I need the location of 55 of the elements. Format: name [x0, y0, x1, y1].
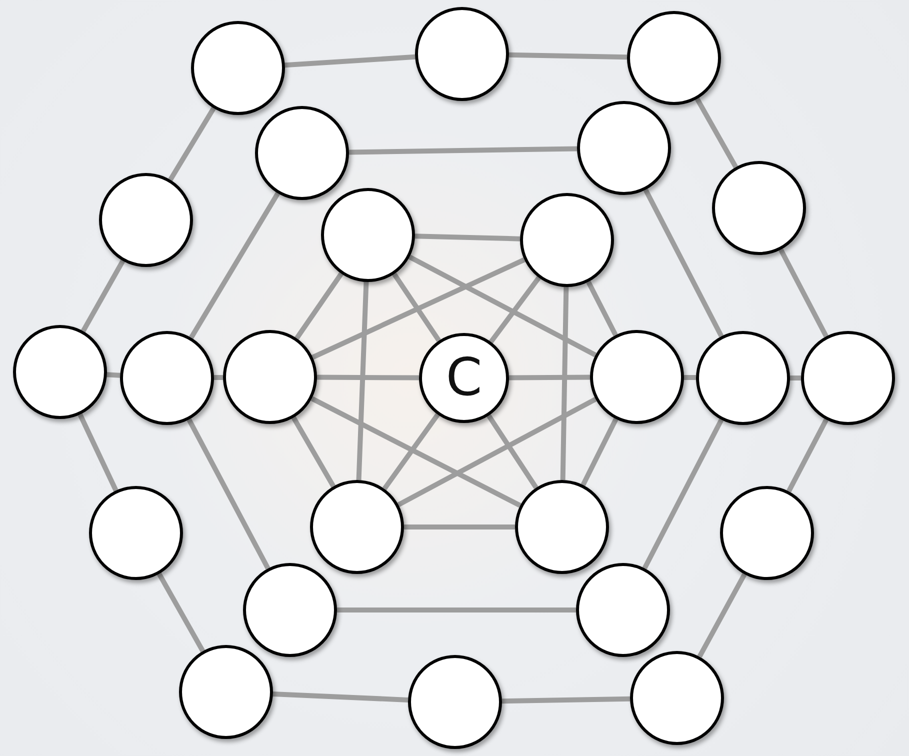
connector-line — [186, 418, 270, 570]
connector-line — [316, 374, 420, 380]
connector-line — [294, 272, 344, 340]
node-circle — [255, 106, 349, 200]
connector-line — [643, 188, 724, 338]
connector-line — [382, 413, 440, 490]
connector-line — [560, 286, 569, 480]
connector-line — [312, 257, 526, 360]
node-label: C — [446, 352, 482, 404]
connector-line — [508, 374, 590, 380]
connector-line — [786, 418, 828, 492]
connector-line — [214, 374, 224, 380]
connector-line — [284, 54, 416, 68]
connector-line — [78, 413, 118, 492]
connector-line — [156, 572, 206, 652]
connector-line — [778, 248, 828, 338]
node-circle — [310, 480, 404, 574]
connector-line — [488, 276, 541, 344]
connector-line — [790, 376, 801, 380]
connector-line — [348, 146, 578, 155]
node-circle — [590, 330, 684, 424]
connector-line — [272, 692, 408, 702]
connector-line — [397, 397, 597, 507]
node-circle — [520, 193, 614, 287]
labeled-node-circle — [419, 333, 509, 423]
connector-line — [695, 98, 738, 168]
connector-line — [697, 573, 747, 658]
connector-line — [168, 106, 216, 182]
connector-line — [586, 280, 618, 336]
connector-line — [502, 696, 630, 704]
connector-line — [310, 396, 522, 508]
connector-line — [404, 524, 515, 530]
node-circle — [576, 563, 670, 657]
connector-line — [684, 374, 696, 380]
connector-line — [337, 608, 576, 612]
connector-line — [414, 234, 520, 242]
node-circle — [243, 563, 337, 657]
connector-line — [291, 416, 336, 488]
connector-line — [408, 254, 597, 358]
node-circle — [120, 331, 214, 425]
connector-line — [392, 272, 441, 342]
connector-line — [189, 192, 280, 339]
connector-line — [356, 282, 369, 480]
node-circle — [577, 101, 671, 195]
node-circle — [179, 645, 273, 739]
connector-line — [580, 418, 618, 486]
connector-line — [642, 418, 724, 570]
node-circle — [630, 651, 724, 745]
connector-line — [106, 372, 120, 378]
node-circle — [99, 173, 193, 267]
connector-line — [80, 260, 126, 332]
node-circle — [515, 480, 609, 574]
node-circle — [321, 188, 415, 282]
node-circle — [223, 330, 317, 424]
connector-line — [508, 52, 628, 60]
